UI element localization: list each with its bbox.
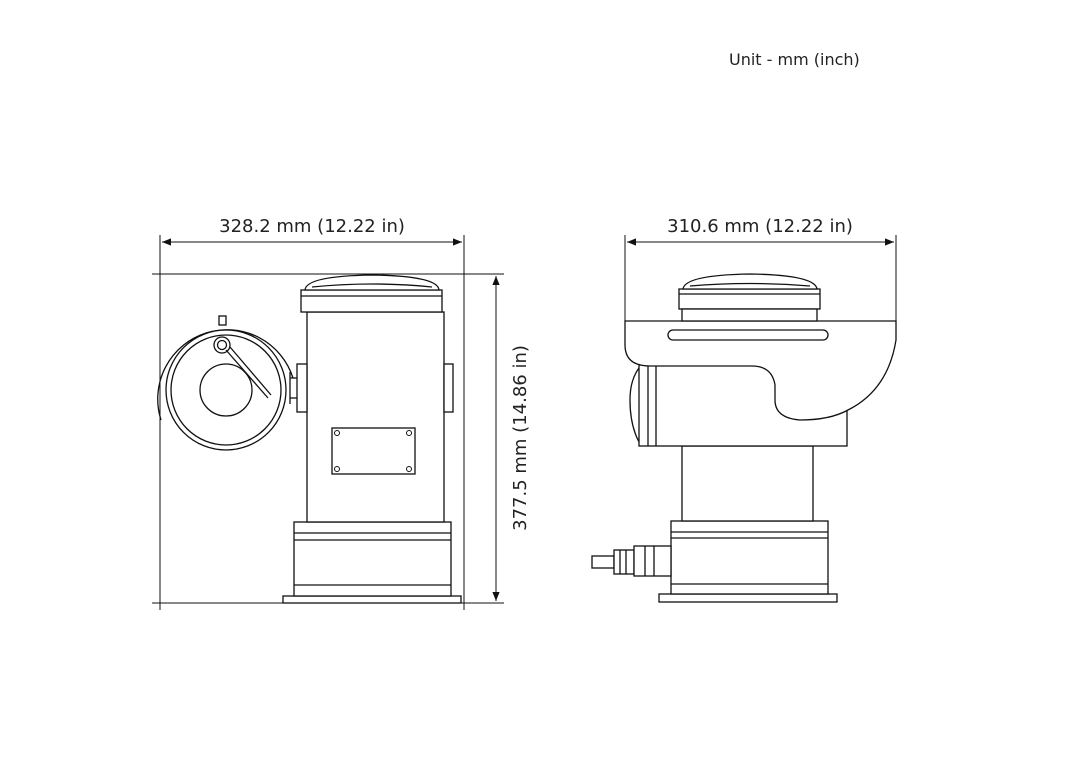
front-height-label: 377.5 mm (14.86 in) <box>510 345 531 531</box>
unit-note: Unit - mm (inch) <box>729 50 860 69</box>
front-width-label: 328.2 mm (12.22 in) <box>219 216 405 237</box>
front-view: 328.2 mm (12.22 in) 377.5 mm (14.86 in) <box>152 216 531 610</box>
front-width-dimension: 328.2 mm (12.22 in) <box>159 216 465 610</box>
side-sun-shield <box>624 320 897 421</box>
front-lens-housing <box>157 315 294 451</box>
side-top-cap <box>678 273 821 322</box>
front-side-lugs <box>289 363 454 413</box>
front-main-column <box>306 311 445 523</box>
front-top-cap <box>300 274 443 313</box>
side-base-housing <box>670 520 829 595</box>
front-base-plate <box>282 595 462 604</box>
side-main-column <box>681 445 814 522</box>
front-base-housing <box>293 521 452 597</box>
side-width-dimension: 310.6 mm (12.22 in) <box>624 216 897 330</box>
front-name-plate <box>331 427 416 475</box>
side-base-plate <box>658 593 838 603</box>
side-width-label: 310.6 mm (12.22 in) <box>667 216 853 237</box>
side-view: 310.6 mm (12.22 in) <box>591 216 897 603</box>
side-cable-gland <box>591 545 672 577</box>
front-height-dimension: 377.5 mm (14.86 in) <box>152 273 531 604</box>
